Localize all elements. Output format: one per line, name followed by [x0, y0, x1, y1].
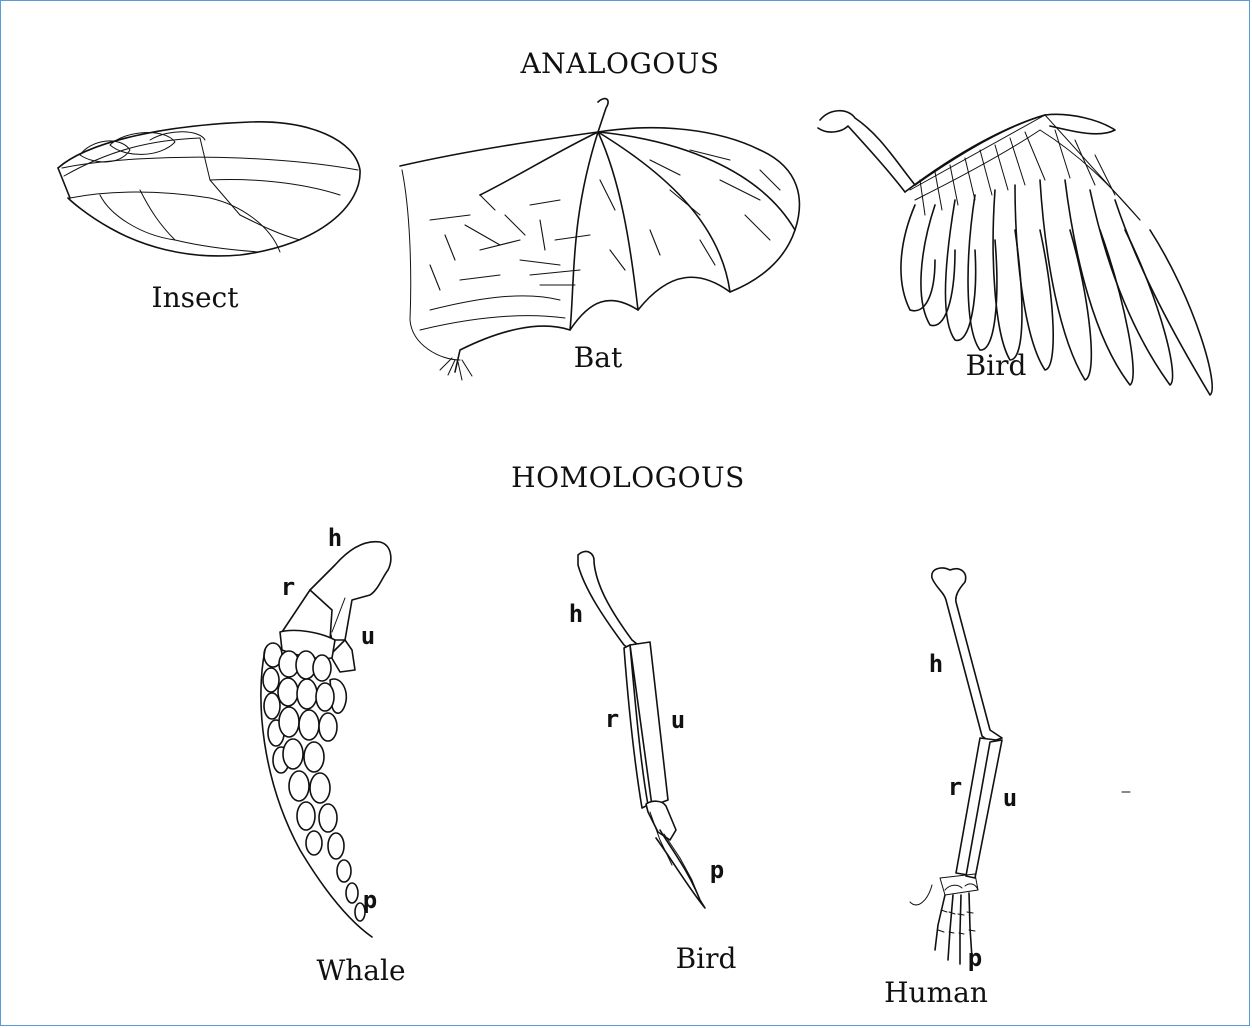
bird-limb-r-label: r	[605, 705, 619, 733]
insect-wing-drawing	[58, 122, 360, 256]
bird-limb-h-label: h	[569, 600, 583, 628]
human-arm-drawing	[910, 568, 1002, 964]
bat-wing-drawing	[400, 99, 799, 380]
bird-limb-p-label: p	[710, 856, 724, 884]
whale-r-label: r	[281, 573, 295, 601]
human-p-label: p	[968, 944, 982, 972]
analogous-title: ANALOGOUS	[519, 47, 719, 80]
bird-forelimb-drawing	[578, 551, 705, 908]
bat-label: Bat	[574, 341, 623, 374]
whale-u-label: u	[361, 622, 375, 650]
bird-limb-u-label: u	[671, 706, 685, 734]
homologous-title: HOMOLOGOUS	[511, 461, 745, 494]
human-h-label: h	[929, 650, 943, 678]
whale-p-label: p	[363, 886, 377, 914]
human-label: Human	[884, 976, 988, 1009]
bird-wing-label: Bird	[966, 349, 1027, 382]
whale-label: Whale	[316, 954, 405, 987]
whale-h-label: h	[328, 524, 342, 552]
insect-label: Insect	[152, 281, 240, 314]
bird-limb-label: Bird	[676, 942, 737, 975]
human-r-label: r	[948, 773, 962, 801]
human-u-label: u	[1003, 784, 1017, 812]
